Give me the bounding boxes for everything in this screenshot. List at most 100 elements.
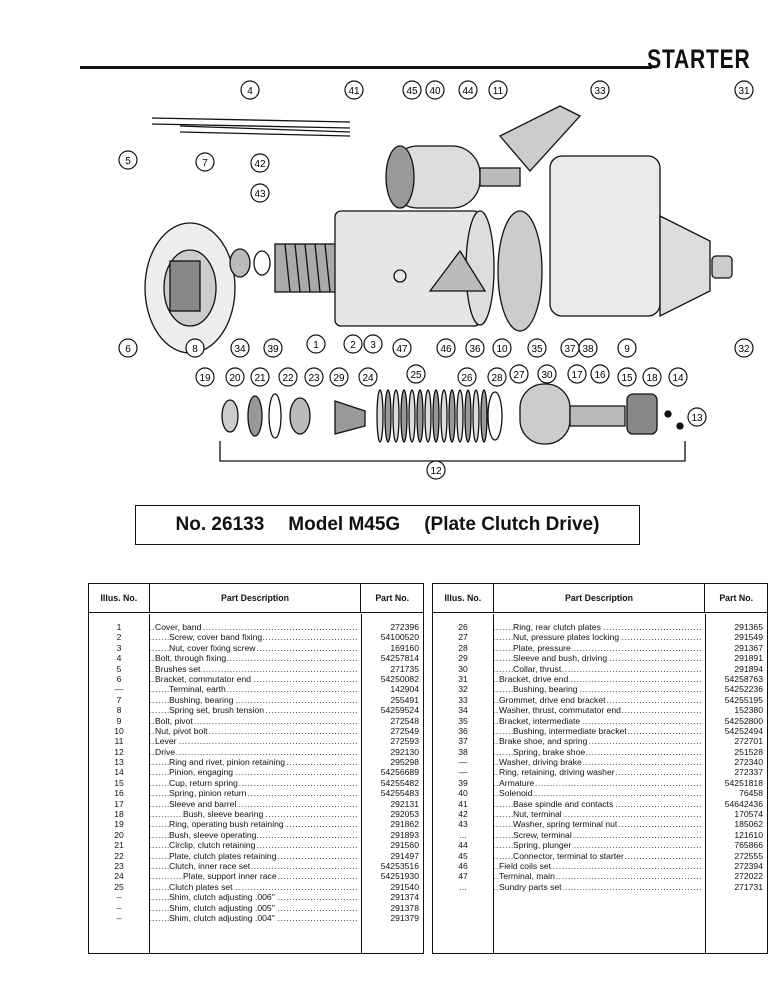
illus-no: 3: [116, 642, 122, 653]
part-description: Field coils set: [493, 860, 703, 871]
description-text: Ring, rear clutch plates: [513, 622, 602, 632]
description-text: Spring, brake shoe: [513, 746, 587, 757]
part-description: Collar, thrust: [493, 663, 703, 674]
svg-text:42: 42: [254, 159, 266, 170]
illus-no: 33: [458, 694, 468, 705]
illus-no: 18: [114, 809, 124, 820]
illus-no: 8: [116, 705, 122, 716]
svg-text:43: 43: [254, 189, 266, 200]
part-no: 271731: [734, 881, 763, 892]
svg-text:2: 2: [350, 340, 356, 351]
callout-20: 20: [225, 367, 245, 387]
table-row: 40Solenoid76458: [433, 788, 767, 799]
illus-no: —: [458, 767, 468, 778]
part-description: Circlip, clutch retaining: [149, 840, 359, 851]
part-description: Bushing, bearing: [493, 684, 703, 695]
part-description: Bushing, intermediate bracket: [493, 725, 703, 736]
part-no: 291893: [390, 829, 419, 840]
illus-no: 23: [114, 860, 124, 871]
callout-45: 45: [402, 80, 422, 100]
description-text: Washer, driving brake: [499, 757, 583, 768]
part-no: 291497: [390, 850, 419, 861]
part-no: 54252236: [724, 684, 763, 695]
svg-text:41: 41: [348, 86, 360, 97]
callout-14: 14: [668, 367, 688, 387]
svg-text:10: 10: [496, 344, 508, 355]
svg-text:46: 46: [440, 344, 452, 355]
part-description: Ring, operating bush retaining: [149, 819, 359, 830]
part-no: 54255483: [380, 788, 419, 799]
svg-text:16: 16: [594, 370, 606, 381]
svg-text:9: 9: [624, 344, 630, 355]
callout-35: 35: [527, 338, 547, 358]
description-text: Plate, pressure: [513, 642, 572, 653]
callout-36: 36: [465, 338, 485, 358]
part-no: 76458: [739, 788, 763, 799]
part-no: 251528: [734, 746, 763, 757]
part-description: Ring, rear clutch plates: [493, 622, 703, 632]
description-text: Ring, retaining, driving washer: [499, 767, 616, 778]
description-text: Sleeve and barrel: [169, 798, 238, 809]
part-no: 272340: [734, 757, 763, 768]
part-no: 54642436: [724, 798, 763, 809]
table-row: ...Screw, terminal121610: [433, 829, 767, 840]
illus-no: 11: [114, 736, 124, 747]
illus-no: 4: [116, 653, 122, 664]
svg-text:25: 25: [410, 370, 422, 381]
svg-text:8: 8: [192, 344, 198, 355]
description-text: Solenoid: [499, 788, 534, 799]
svg-text:29: 29: [333, 373, 345, 384]
svg-text:45: 45: [406, 86, 418, 97]
description-text: Nut, terminal: [513, 809, 563, 820]
part-description: Connector, terminal to starter: [493, 850, 703, 861]
callout-22: 22: [278, 367, 298, 387]
illus-no: 44: [458, 840, 468, 851]
part-no: 291379: [390, 912, 419, 923]
callout-1: 1: [306, 334, 326, 354]
illus-no: 26: [458, 622, 468, 632]
description-text: Clutch, inner race set: [169, 860, 252, 871]
part-no: 292131: [390, 798, 419, 809]
table-row: –Shim, clutch adjusting .005"291378: [89, 902, 423, 913]
part-no: 291862: [390, 819, 419, 830]
description-text: Bushing, bearing: [513, 684, 579, 695]
part-description: Bolt, through fixing: [149, 653, 359, 664]
part-no: 170574: [734, 809, 763, 820]
illus-no: 45: [458, 850, 468, 861]
catalog-number: No. 26133: [175, 514, 265, 535]
illus-no: 17: [114, 798, 124, 809]
description-text: Washer, thrust, commutator end: [499, 705, 622, 716]
description-text: Shim, clutch adjusting .005": [169, 902, 276, 913]
description-text: Cover, band: [155, 622, 203, 632]
illus-no: 38: [458, 746, 468, 757]
part-description: Screw, cover band fixing: [149, 632, 359, 643]
part-description: Nut, pressure plates locking: [493, 632, 703, 643]
part-no: 54251818: [724, 777, 763, 788]
svg-text:13: 13: [691, 413, 703, 424]
part-no: 291540: [390, 881, 419, 892]
part-no: 291560: [390, 840, 419, 851]
callout-47: 47: [392, 338, 412, 358]
description-text: Clutch plates set: [169, 881, 234, 892]
part-no: 291891: [734, 653, 763, 664]
header-rule: [80, 66, 652, 69]
part-no: 272593: [390, 736, 419, 747]
part-no: 272022: [734, 871, 763, 882]
part-no: 54252494: [724, 725, 763, 736]
callout-23: 23: [304, 367, 324, 387]
part-no: 295298: [390, 757, 419, 768]
callout-18: 18: [642, 367, 662, 387]
part-no: 291374: [390, 892, 419, 903]
header-part-no: Part No.: [375, 593, 410, 603]
